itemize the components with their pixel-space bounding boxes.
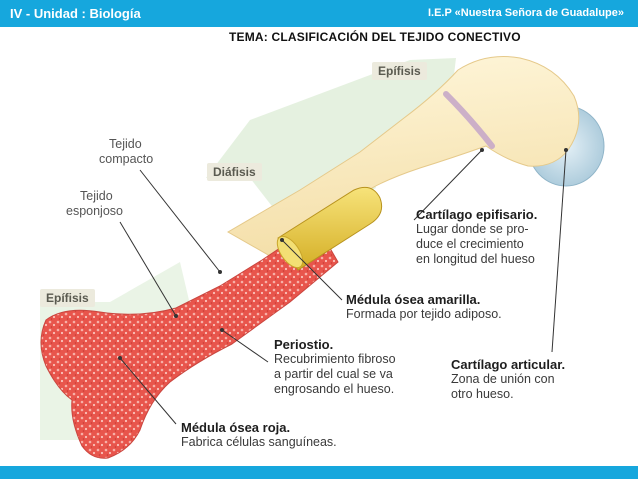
diaphysis-tag: Diáfisis — [207, 163, 262, 181]
red-spongy-bone — [40, 223, 339, 459]
articular-cartilage-label: Cartílago articular. Zona de unión con o… — [451, 357, 566, 401]
compact-tissue-label: Tejido compacto — [99, 137, 154, 166]
yellow-marrow-end — [276, 235, 304, 269]
leader-dots — [118, 148, 568, 360]
epiphysis-bottom-tag: Epífisis — [40, 289, 95, 307]
school-name: I.E.P «Nuestra Señora de Guadalupe» — [427, 7, 624, 19]
spongy-tissue-label: Tejido esponjoso — [66, 189, 123, 218]
diaphysis-highlight — [206, 58, 456, 232]
footer-bar — [0, 466, 638, 479]
epiphyseal-plate — [443, 91, 495, 149]
yellow-marrow-label: Médula ósea amarilla. Formada por tejido… — [346, 292, 502, 321]
leader-lines — [119, 149, 567, 425]
periosteum-label: Periostio. Recubrimiento fibroso a parti… — [274, 337, 396, 396]
yellow-marrow-cavity — [277, 186, 383, 271]
epiphysis-top-tag: Epífisis — [372, 62, 427, 80]
epiphyseal-cartilage-label: Cartílago epifisario. Lugar donde se pro… — [416, 207, 538, 266]
header-bar: IV - Unidad : Biología I.E.P «Nuestra Se… — [0, 0, 638, 27]
unit-title: IV - Unidad : Biología — [10, 6, 141, 21]
red-marrow-label: Médula ósea roja. Fabrica células sanguí… — [181, 420, 337, 449]
topic-title: TEMA: CLASIFICACIÓN DEL TEJIDO CONECTIVO — [229, 30, 521, 44]
